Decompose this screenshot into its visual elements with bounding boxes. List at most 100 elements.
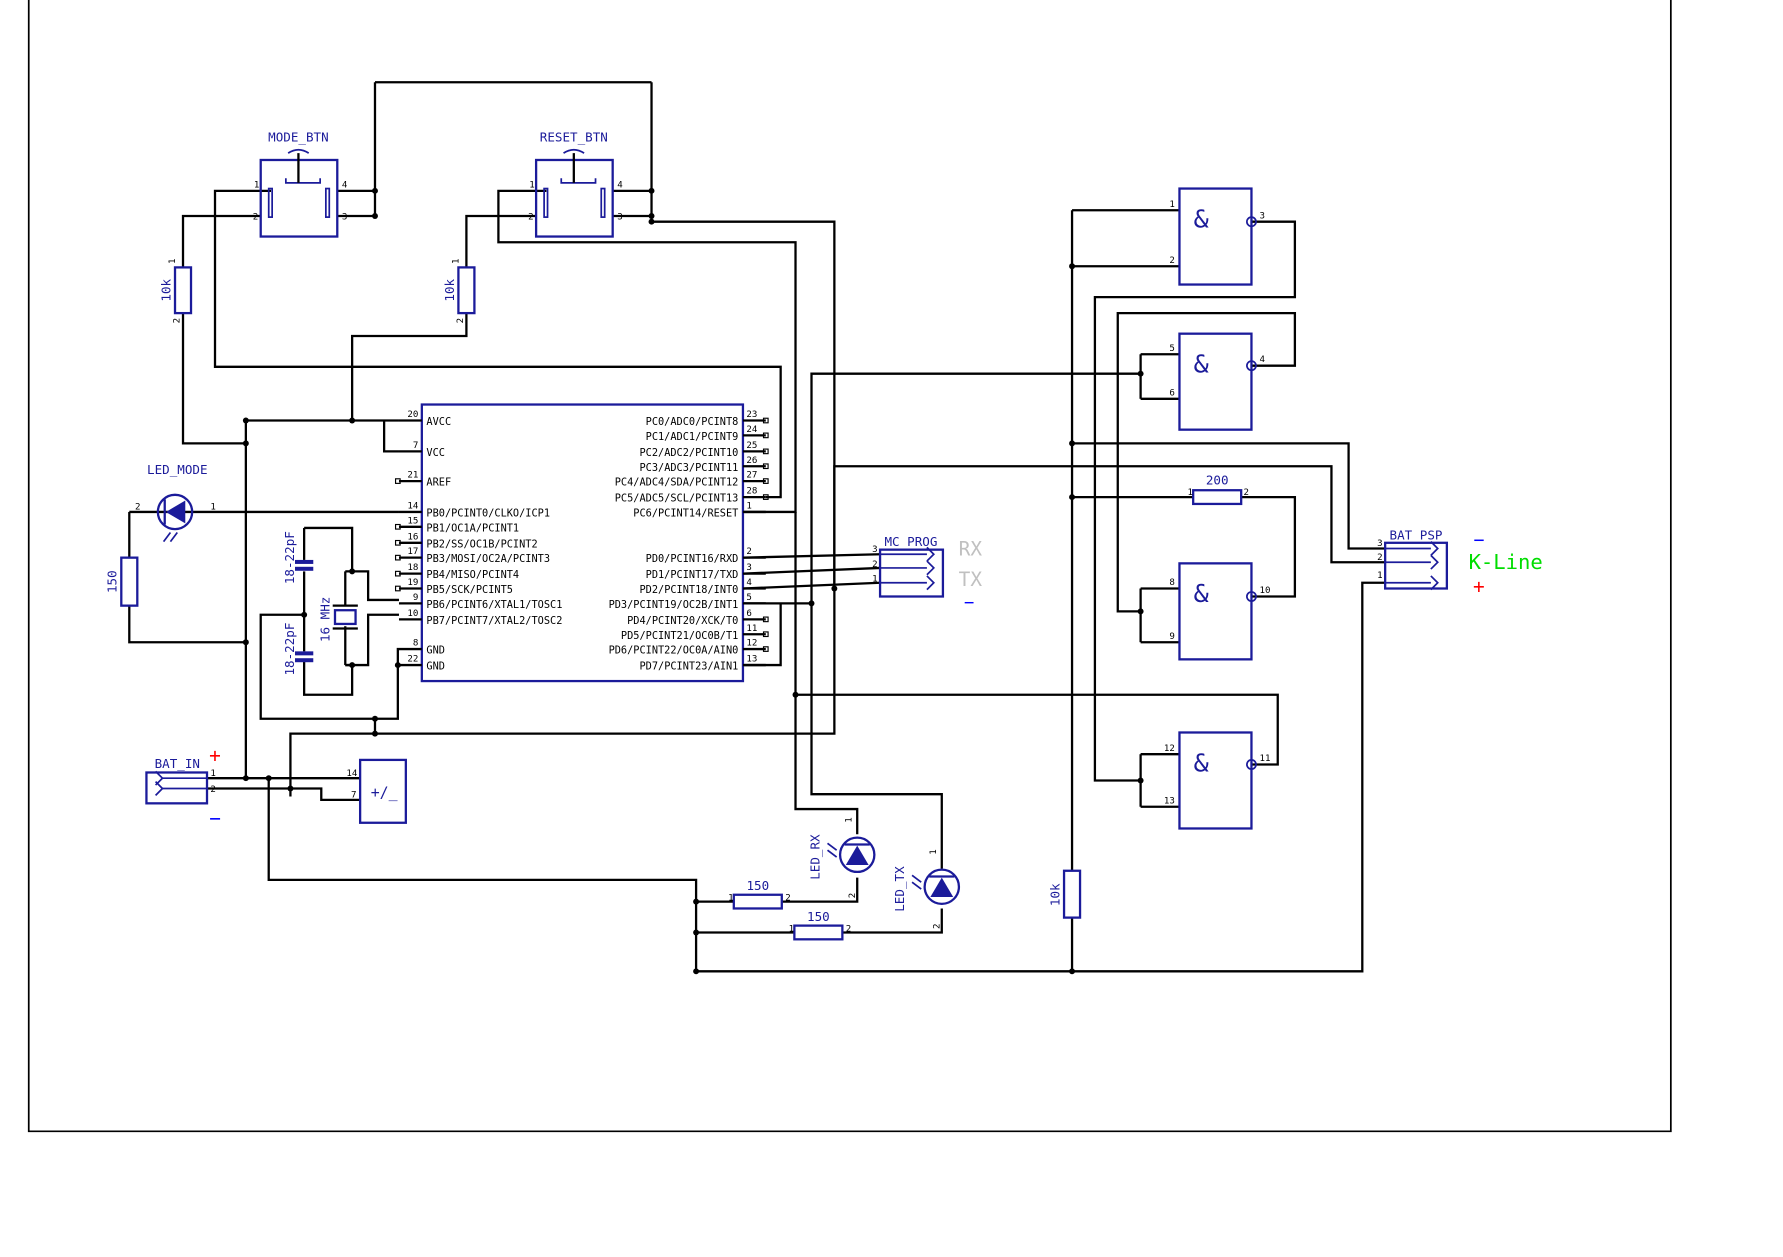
led-diode-icon: [930, 877, 954, 898]
pin-number: 1: [210, 769, 216, 779]
pin-number: 1: [1377, 571, 1383, 581]
mcu-pin-number: 12: [746, 639, 757, 649]
minus-sign: −: [209, 807, 221, 830]
pushbutton-cap: [563, 148, 585, 154]
resistor-value: 10k: [442, 278, 457, 301]
connector-chevron: [1430, 541, 1439, 556]
pin-number: 1: [451, 258, 461, 264]
led-rx-resistor: [732, 893, 783, 910]
pin-number: 2: [1377, 553, 1383, 563]
mcu-pin-name: VCC: [426, 447, 445, 459]
no-connect-marker: [762, 494, 769, 500]
pin-number: 1: [872, 575, 878, 585]
led-mode-resistor: [120, 556, 139, 607]
mcu-pin-name: PB3/MOSI/OC2A/PCINT3: [426, 553, 550, 565]
wire: [794, 511, 859, 835]
capacitor-value: 18-22pF: [282, 623, 297, 676]
junction-dot: [1137, 777, 1144, 784]
and-symbol: &: [1194, 579, 1209, 608]
bat-psp-label: BAT_PSP: [1390, 527, 1443, 542]
pin-number: 1: [1187, 488, 1193, 498]
mcu-pin-name: PC5/ADC5/SCL/PCINT13: [615, 493, 739, 505]
mcu-pin-number: 4: [746, 578, 752, 588]
mcu-pin-name: PC0/ADC0/PCINT8: [646, 416, 739, 428]
mcu-pin-name: PD1/PCINT17/TXD: [646, 569, 739, 581]
junction-dot: [1069, 440, 1076, 447]
junction-dot: [792, 691, 799, 698]
k-line-label: K-Line: [1469, 550, 1543, 574]
junction-dot: [242, 639, 249, 646]
no-connect-marker: [762, 448, 769, 455]
mcu-pin-number: 16: [407, 532, 418, 542]
led-outline: [838, 836, 876, 874]
wire: [795, 693, 1279, 766]
mcu-pin-name: PD0/PCINT16/RXD: [646, 553, 739, 565]
gate-pin-number: 13: [1164, 796, 1175, 806]
tx-label: TX: [959, 568, 983, 591]
mcu-pin-name: AREF: [426, 477, 451, 489]
junction-dot: [372, 213, 378, 219]
junction-dot: [287, 785, 294, 792]
mcu-pin-name: PC4/ADC4/SDA/PCINT12: [615, 477, 739, 489]
nand-gate-2: [1178, 332, 1253, 431]
pin-number: 1: [210, 503, 216, 513]
wire: [382, 420, 399, 453]
mcu-pin-name: PB4/MISO/PCINT4: [426, 569, 519, 581]
resistor-value: 200: [1206, 473, 1229, 488]
no-connect-marker: [762, 417, 769, 424]
mcu-pin-name: PD4/PCINT20/XCK/T0: [627, 615, 738, 627]
pin-number: 3: [872, 545, 878, 555]
pushbutton-contact: [267, 187, 273, 218]
mcu-pin-number: 18: [407, 563, 418, 573]
connector-chevron: [926, 546, 935, 562]
and-symbol: &: [1194, 748, 1209, 777]
led-light-arrows-icon: [162, 531, 178, 543]
inverter-bubble: [1246, 759, 1257, 770]
mcu-pin-name: PB7/PCINT7/XTAL2/TOSC2: [426, 615, 562, 627]
nand-gate-1: [1178, 187, 1253, 286]
mcu-pin-name: PB2/SS/OC1B/PCINT2: [426, 538, 537, 550]
pin-number: 1: [845, 817, 855, 823]
pin-number: 1: [168, 258, 178, 264]
inverter-bubble: [1246, 216, 1257, 228]
mcu-pin-name: PC2/ADC2/PCINT10: [639, 447, 738, 459]
gate-pin-number: 11: [1259, 754, 1270, 764]
no-connect-marker: [394, 570, 401, 577]
junction-dot: [394, 662, 401, 669]
minus-sign: −: [1473, 530, 1484, 551]
wire: [842, 908, 943, 934]
plus-sign: +: [1473, 575, 1485, 598]
led-diode-icon: [165, 500, 186, 524]
and-symbol: &: [1194, 350, 1209, 379]
mcu-pin-name: PB5/SCK/PCINT5: [426, 584, 513, 596]
pin-number: 2: [528, 212, 534, 222]
wire: [289, 82, 836, 797]
junction-dot: [831, 585, 838, 592]
rx-label: RX: [959, 537, 983, 560]
mcu-pin-number: 2: [746, 547, 752, 557]
mcu-pin-number: 27: [746, 471, 757, 481]
mcu-pin-name: PB0/PCINT0/CLKO/ICP1: [426, 508, 550, 520]
pin-number: 3: [342, 212, 348, 222]
resistor-value: 10k: [158, 278, 173, 301]
gate-pin-number: 6: [1169, 388, 1174, 398]
no-connect-marker: [762, 616, 769, 623]
mode-pullup-resistor: [173, 266, 193, 315]
crystal-body: [333, 609, 357, 626]
programming-connector: [878, 548, 945, 598]
pushbutton-cap: [287, 148, 310, 154]
junction-dot: [242, 775, 249, 782]
resistor-value: 150: [105, 570, 120, 593]
mcu-pin-number: 17: [407, 547, 418, 557]
mode-button-label: MODE_BTN: [268, 130, 329, 145]
pin-number: 1: [529, 180, 535, 190]
junction-dot: [349, 662, 356, 669]
pin-number: 2: [846, 924, 852, 934]
mcu-pin-name: PC6/PCINT14/RESET: [633, 508, 738, 520]
no-connect-marker: [762, 478, 769, 484]
pin-number: 14: [346, 769, 357, 779]
connector-chevron: [926, 575, 935, 591]
resistor-value: 10k: [1047, 883, 1062, 906]
reset-button-label: RESET_BTN: [540, 130, 608, 145]
